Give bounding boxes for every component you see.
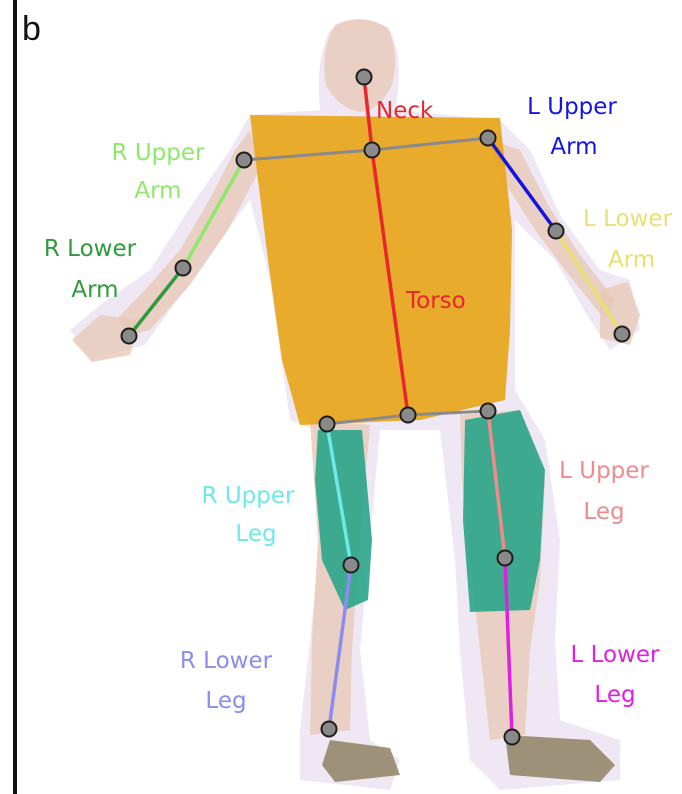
bone-l-lower-leg bbox=[503, 556, 514, 739]
label-r-upper-arm-line2: Arm bbox=[134, 178, 181, 204]
label-neck: Neck bbox=[376, 98, 434, 124]
shoulder-line-right bbox=[243, 148, 373, 162]
right-hand-shape bbox=[72, 315, 140, 362]
joint-l-knee bbox=[496, 549, 514, 567]
label-r-lower-arm-line1: R Lower bbox=[44, 236, 137, 262]
joint-r-ankle bbox=[320, 720, 338, 738]
right-shoe-shape bbox=[322, 740, 400, 782]
hip-line-left bbox=[407, 409, 489, 417]
label-l-upper-arm-line2: Arm bbox=[550, 134, 597, 160]
bone-r-upper-arm bbox=[181, 158, 246, 270]
bone-r-lower-leg bbox=[327, 563, 353, 731]
label-l-upper-leg-line2: Leg bbox=[583, 499, 624, 525]
joint-r-knee bbox=[342, 556, 360, 574]
bone-l-lower-arm bbox=[554, 229, 624, 336]
joint-l-elbow bbox=[547, 222, 565, 240]
bone-r-upper-leg bbox=[325, 422, 353, 567]
joint-r-wrist bbox=[120, 327, 138, 345]
bone-neck bbox=[362, 75, 374, 152]
label-r-upper-leg-line2: Leg bbox=[235, 521, 276, 547]
label-l-lower-arm-line1: L Lower bbox=[583, 206, 673, 232]
joint-pelvis bbox=[399, 406, 417, 424]
label-r-lower-leg-line2: Leg bbox=[205, 688, 246, 714]
label-l-lower-leg-line1: L Lower bbox=[570, 642, 660, 668]
label-l-upper-arm-line1: L Upper bbox=[527, 94, 617, 120]
left-pant-shape bbox=[463, 410, 545, 612]
left-shoe-shape bbox=[505, 735, 615, 782]
bone-l-upper-leg bbox=[486, 409, 507, 560]
bone-r-lower-arm bbox=[127, 266, 185, 338]
hip-line-right bbox=[326, 413, 409, 426]
left-hand-shape bbox=[600, 282, 640, 345]
right-arm-shape bbox=[118, 130, 262, 336]
label-r-upper-arm-line1: R Upper bbox=[112, 140, 205, 166]
joint-neck-base bbox=[363, 141, 381, 159]
bone-torso bbox=[370, 148, 410, 417]
shoulder-line-left bbox=[371, 136, 489, 152]
joint-r-shoulder bbox=[235, 151, 253, 169]
bone-l-upper-arm bbox=[486, 136, 558, 233]
skeleton-rig bbox=[120, 68, 631, 746]
joint-l-shoulder bbox=[479, 129, 497, 147]
head-shape bbox=[324, 19, 396, 113]
bone-labels: Neck Torso R Upper Arm R Lower Arm L Upp… bbox=[44, 94, 673, 714]
joint-head bbox=[355, 68, 373, 86]
label-torso: Torso bbox=[405, 288, 466, 314]
joint-r-elbow bbox=[174, 259, 192, 277]
label-r-lower-leg-line1: R Lower bbox=[180, 648, 273, 674]
label-l-lower-leg-line2: Leg bbox=[594, 682, 635, 708]
label-l-lower-arm-line2: Arm bbox=[608, 247, 655, 273]
joint-l-hip bbox=[479, 402, 497, 420]
panel-letter: b bbox=[22, 10, 41, 48]
joint-l-ankle bbox=[503, 728, 521, 746]
joint-r-hip bbox=[318, 415, 336, 433]
label-l-upper-leg-line1: L Upper bbox=[559, 458, 649, 484]
label-r-upper-leg-line1: R Upper bbox=[202, 483, 295, 509]
label-r-lower-arm-line2: Arm bbox=[71, 277, 118, 303]
torso-shape bbox=[250, 115, 512, 425]
joint-l-wrist bbox=[613, 325, 631, 343]
